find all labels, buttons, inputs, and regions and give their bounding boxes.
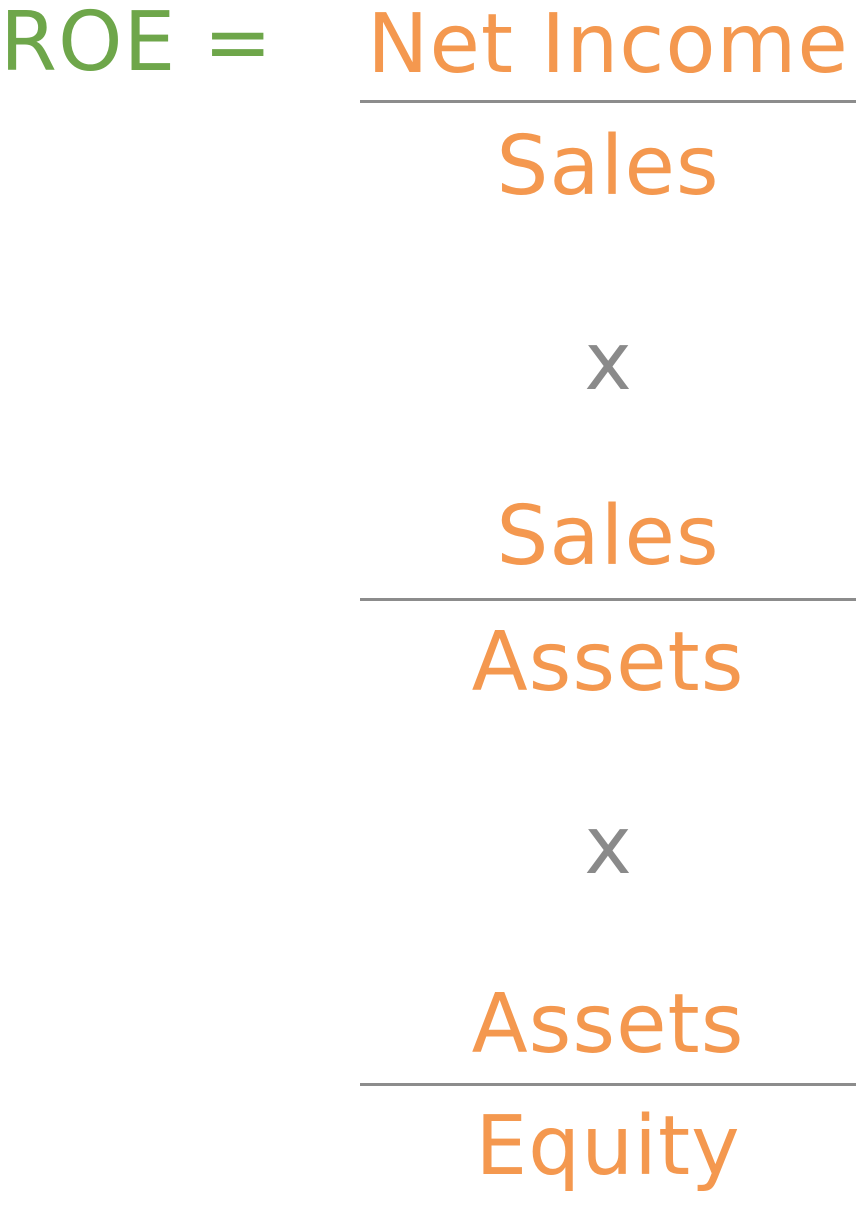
fraction-1-bar [360,100,856,103]
roe-label: ROE = [0,0,274,90]
multiply-operator-1: x [584,315,632,408]
fraction-1-denominator: Sales [496,119,720,214]
fraction-2-denominator: Assets [471,615,745,710]
fraction-2-bar [360,598,856,601]
fraction-1-numerator: Net Income [367,0,849,92]
fraction-2-numerator: Sales [496,489,720,584]
fraction-3-numerator: Assets [471,977,745,1072]
fraction-3-bar [360,1083,856,1086]
fraction-3-denominator: Equity [475,1099,741,1194]
multiply-operator-2: x [584,799,632,892]
